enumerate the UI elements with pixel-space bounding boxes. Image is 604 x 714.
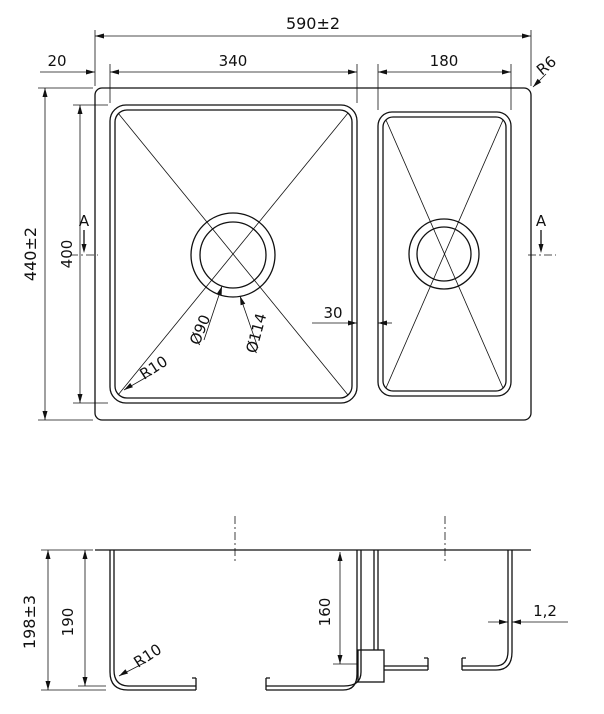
dim-main-bowl-width: 340 [219, 52, 248, 70]
divider-left-face-inner [266, 550, 362, 687]
divider-boss [357, 649, 385, 683]
main-drain-outer-circle [190, 212, 276, 298]
dim-rim-offset: 20 [47, 52, 66, 70]
small-drain-inner-circle [416, 226, 472, 282]
small-bowl-inner [382, 116, 507, 392]
dim-wall-thickness: 1,2 [533, 602, 557, 620]
dim-corner-radius: R6 [533, 52, 560, 79]
main-bowl-outer [109, 104, 358, 404]
dim-small-bowl-width: 180 [430, 52, 459, 70]
dim-small-bowl-depth: 160 [316, 598, 334, 627]
section-view: 198±3 190 160 1,2 R10 [20, 516, 568, 691]
dim-total-height: 198±3 [20, 595, 39, 649]
dim-overall-width: 590±2 [286, 14, 340, 33]
small-drain-outer-circle [408, 218, 480, 290]
dim-bowl-height: 400 [58, 240, 76, 269]
section-label-left: A [79, 212, 90, 230]
divider-left-face-outer [266, 550, 358, 691]
small-bowl-outer [377, 111, 512, 397]
top-view: 590±2 20 340 180 R6 440±2 400 A [21, 14, 560, 421]
bottom-edge-hook [265, 677, 270, 690]
section-marker-right: A [528, 212, 556, 256]
dim-overall-height: 440±2 [21, 227, 40, 281]
bottom-edge-hook [192, 677, 197, 690]
dim-drain-outer-diameter: Ø114 [242, 311, 270, 355]
main-bowl-wall-outer [109, 550, 196, 691]
dim-drain-inner-diameter: Ø90 [186, 312, 214, 347]
main-bowl-diagonal [117, 112, 349, 396]
dim-main-bowl-depth: 190 [59, 608, 77, 637]
small-bowl-wall-inner [462, 550, 509, 667]
small-bowl-wall-outer [462, 550, 513, 671]
main-drain-inner-circle [199, 221, 267, 289]
main-bowl-wall-inner [113, 550, 196, 687]
small-bowl-diagonal [385, 119, 504, 389]
dim-divider-width: 30 [323, 304, 342, 322]
dim-bowl-corner-radius: R10 [136, 352, 171, 383]
dim-bottom-radius: R10 [130, 640, 165, 671]
section-marker-left: A [70, 212, 98, 256]
sink-outline [94, 87, 532, 421]
section-label-right: A [536, 212, 547, 230]
main-bowl-inner [114, 109, 353, 399]
bottom-edge-hook [461, 657, 466, 670]
small-bowl-bottom-left [384, 657, 429, 671]
